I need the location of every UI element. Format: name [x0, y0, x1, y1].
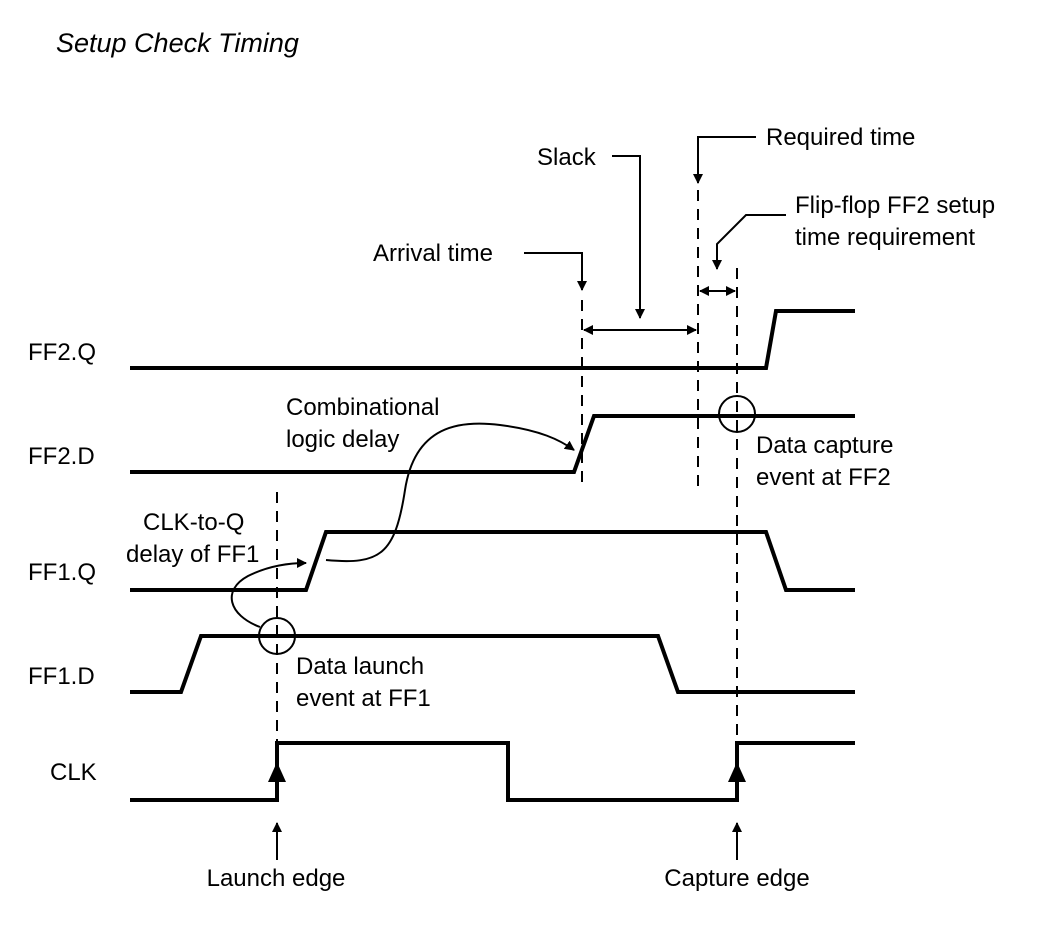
clk-to-q-label-line2: delay of FF1: [126, 541, 259, 568]
launch-event-label-line1: Data launch: [296, 653, 424, 680]
arrival-time-arrow: [524, 252, 587, 291]
signal-label-ff2-q: FF2.Q: [28, 339, 96, 366]
launch-clock-edge-arrowhead: [268, 762, 286, 782]
waveform-ff2-q: [130, 309, 855, 370]
signal-label-clk: CLK: [50, 759, 97, 786]
slack-label: Slack: [537, 144, 597, 171]
required-time-arrow: [693, 136, 756, 184]
combinational-delay-arrow: [325, 422, 575, 563]
combinational-delay-label-line2: logic delay: [286, 426, 399, 453]
capture-event-label-line2: event at FF2: [756, 464, 891, 491]
setup-requirement-pointer-arrow: [712, 214, 786, 270]
signal-label-ff2-d: FF2.D: [28, 443, 95, 470]
waveform-ff1-d: [130, 634, 855, 694]
clk-to-q-label-line1: CLK-to-Q: [143, 509, 244, 536]
clk-to-q-delay-arrow: [230, 558, 307, 628]
signal-label-ff1-q: FF1.Q: [28, 559, 96, 586]
setup-requirement-label-line2: time requirement: [795, 224, 975, 251]
diagram-title: Setup Check Timing: [56, 28, 299, 58]
capture-event-circle: [718, 395, 756, 433]
required-time-label: Required time: [766, 124, 915, 151]
slack-pointer-arrow: [612, 155, 645, 319]
capture-clock-edge-arrowhead: [728, 762, 746, 782]
capture-edge-label: Capture edge: [664, 865, 809, 892]
waveform-clk: [130, 741, 855, 802]
combinational-delay-label-line1: Combinational: [286, 394, 439, 421]
setup-requirement-label-line1: Flip-flop FF2 setup: [795, 192, 995, 219]
waveform-ff2-d: [130, 414, 855, 474]
capture-event-label-line1: Data capture: [756, 432, 893, 459]
launch-event-circle: [258, 617, 296, 655]
arrival-time-label: Arrival time: [373, 240, 493, 267]
launch-edge-label: Launch edge: [207, 865, 346, 892]
launch-event-label-line2: event at FF1: [296, 685, 431, 712]
signal-label-ff1-d: FF1.D: [28, 663, 95, 690]
